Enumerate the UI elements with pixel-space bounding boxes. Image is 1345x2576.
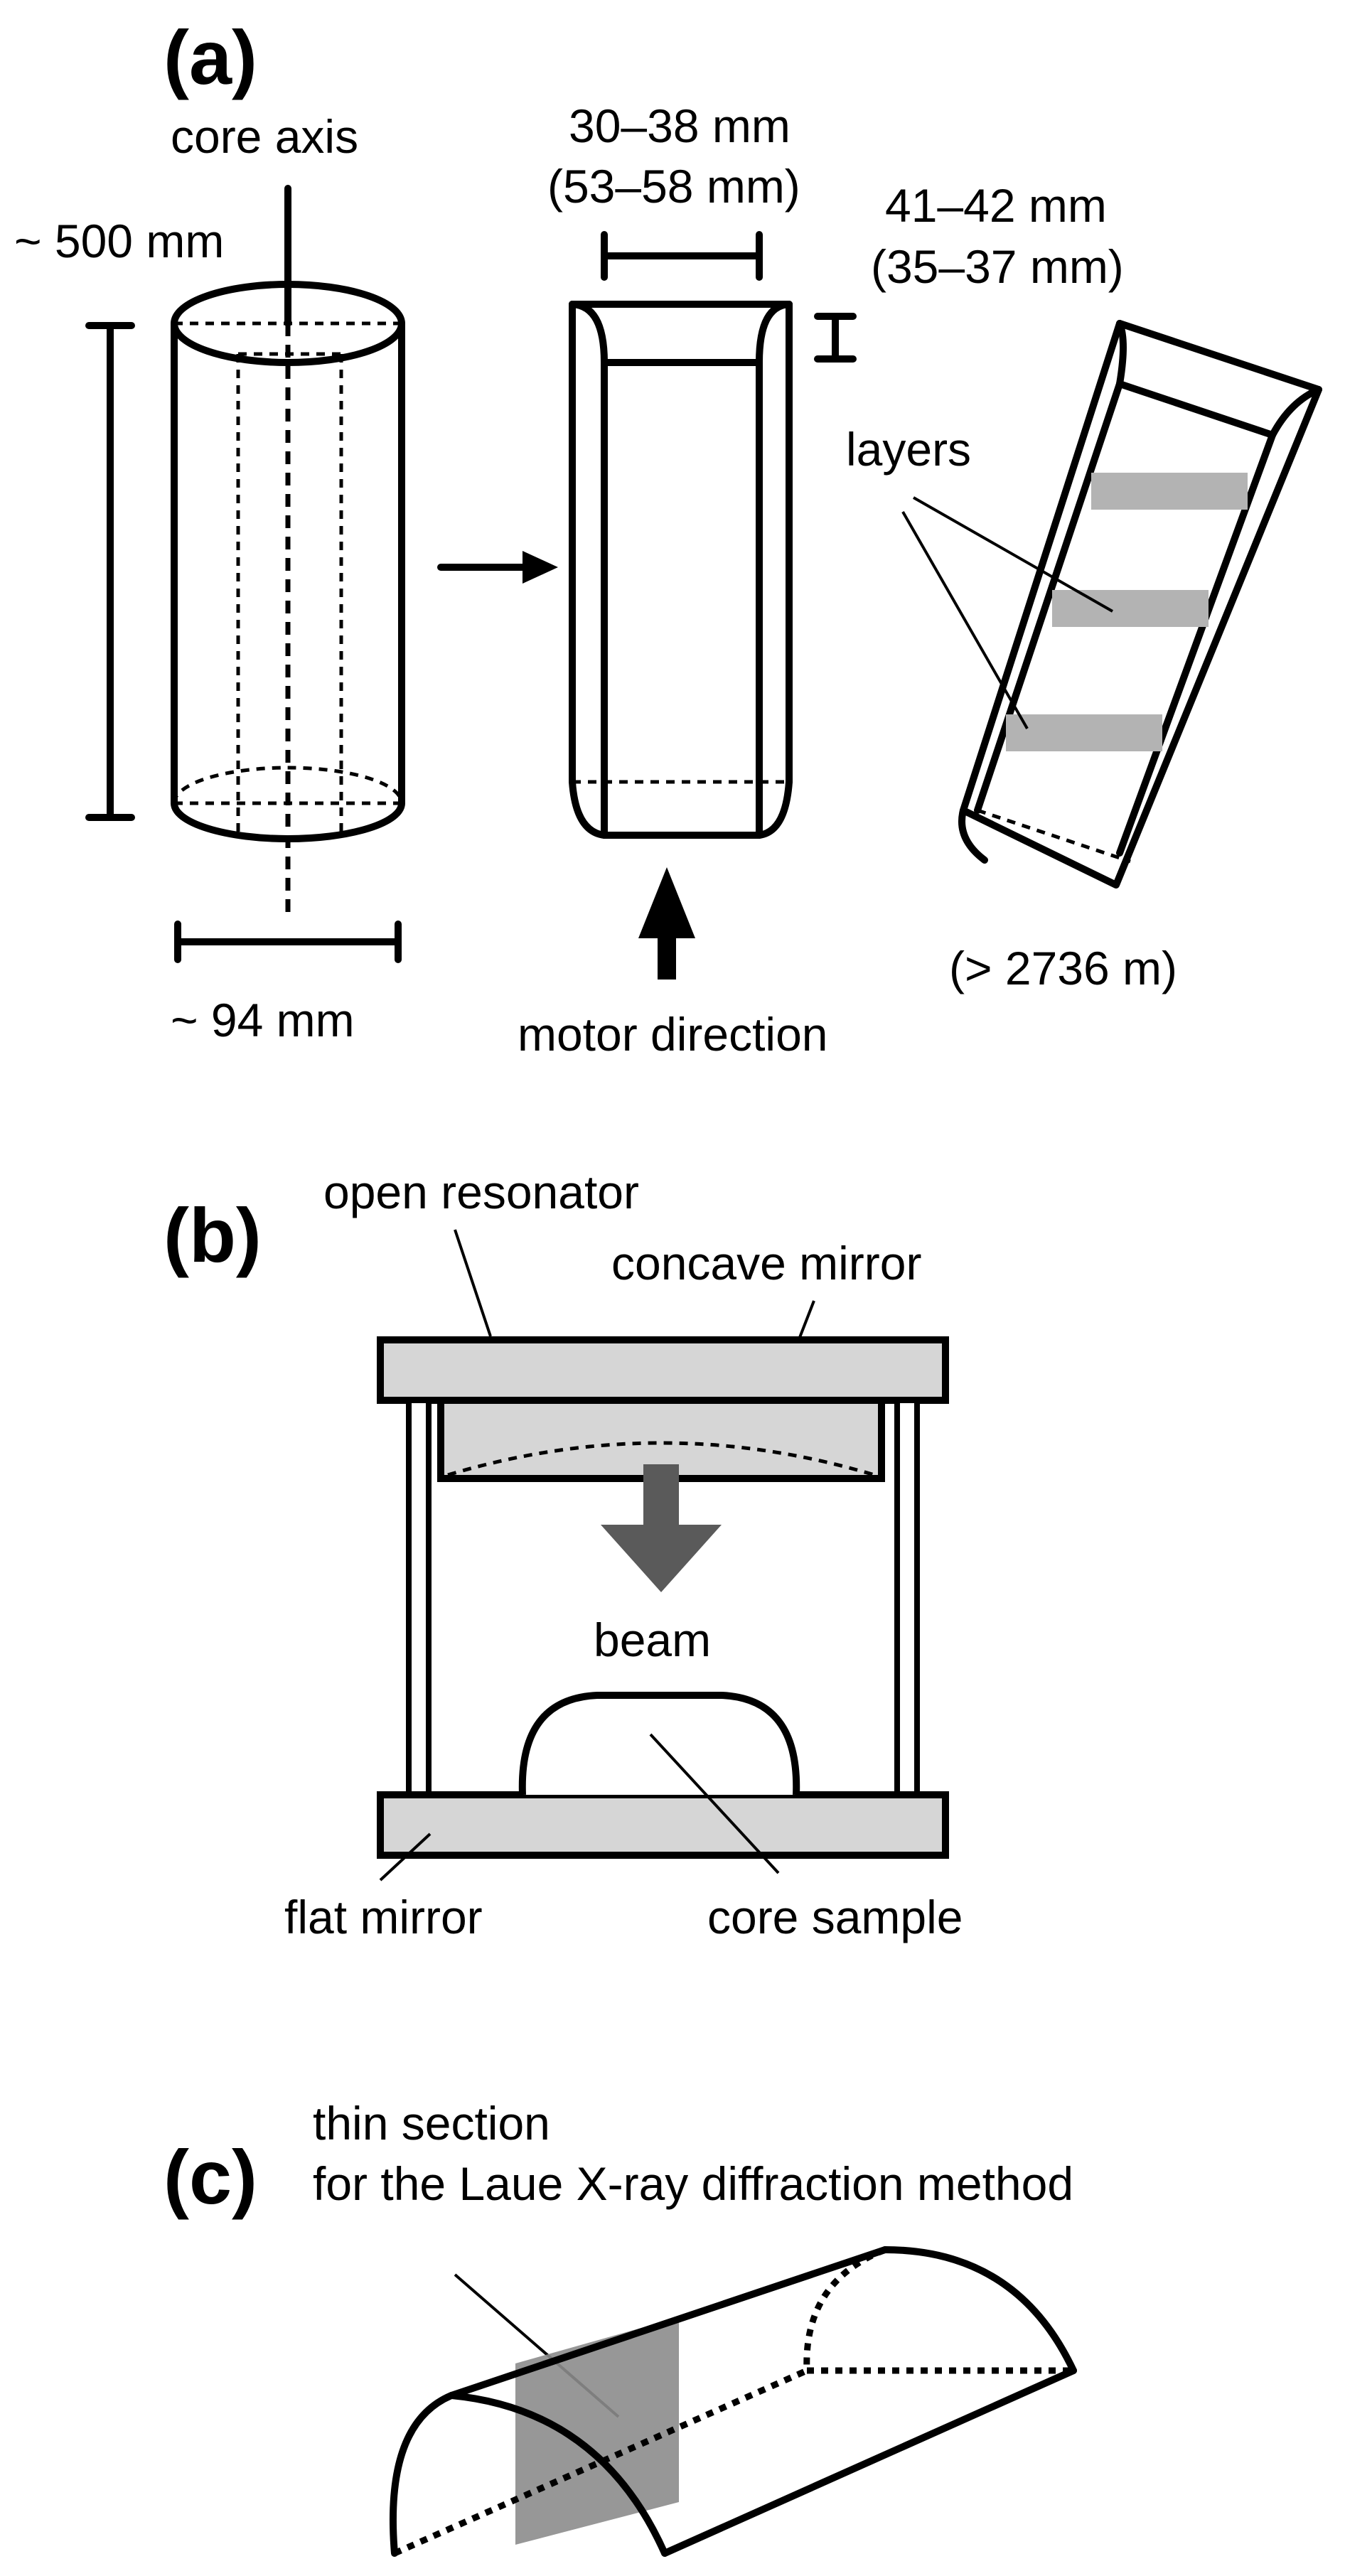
- open-resonator-leader: [454, 1229, 492, 1337]
- concave-mirror-label: concave mirror: [611, 1237, 921, 1289]
- core-sample-leader: [649, 1733, 780, 1874]
- beam-arrow: [601, 1464, 722, 1592]
- core-sample-label: core sample: [707, 1891, 963, 1943]
- length-label: ~ 500 mm: [14, 215, 224, 267]
- layer-3: [1006, 714, 1162, 751]
- layers-leader-2: [901, 511, 1029, 729]
- thin-section-label-1: thin section: [313, 2097, 550, 2150]
- open-resonator-label: open resonator: [323, 1166, 639, 1218]
- width-label-1: 30–38 mm: [569, 100, 791, 152]
- diameter-label: ~ 94 mm: [171, 994, 355, 1046]
- panel-b-label: (b): [164, 1192, 262, 1278]
- layers-leader-1: [913, 496, 1113, 613]
- half-core: [389, 2246, 1077, 2557]
- panel-a-label: (a): [164, 14, 257, 100]
- panel-a: (a) core axis ~ 500 mm ~ 94 mm: [14, 14, 1322, 1061]
- thickness-label-1: 41–42 mm: [885, 179, 1107, 232]
- beam-label: beam: [594, 1614, 711, 1666]
- panel-c-label: (c): [164, 2134, 257, 2220]
- open-resonator: [377, 1336, 949, 1859]
- panel-b: (b) open resonator concave mirror beam f…: [164, 1166, 963, 1943]
- core-cylinder: [171, 281, 405, 842]
- width-label-2: (53–58 mm): [547, 160, 800, 213]
- panel-c: (c) thin section for the Laue X-ray diff…: [164, 2097, 1077, 2557]
- layer-2: [1052, 590, 1209, 627]
- cut-slab: [569, 301, 793, 839]
- flat-mirror-leader: [379, 1832, 432, 1882]
- depth-label: (> 2736 m): [949, 942, 1177, 994]
- tilted-slab: [958, 320, 1322, 889]
- thin-section-label-2: for the Laue X-ray diffraction method: [313, 2157, 1073, 2210]
- core-axis-label: core axis: [171, 110, 358, 163]
- motor-arrow: [638, 867, 695, 938]
- motor-direction-label: motor direction: [518, 1008, 828, 1061]
- flat-mirror-label: flat mirror: [284, 1891, 483, 1943]
- layer-1: [1091, 473, 1248, 510]
- thickness-label-2: (35–37 mm): [871, 240, 1124, 293]
- thin-section: [515, 2317, 679, 2545]
- layers-label: layers: [846, 423, 971, 476]
